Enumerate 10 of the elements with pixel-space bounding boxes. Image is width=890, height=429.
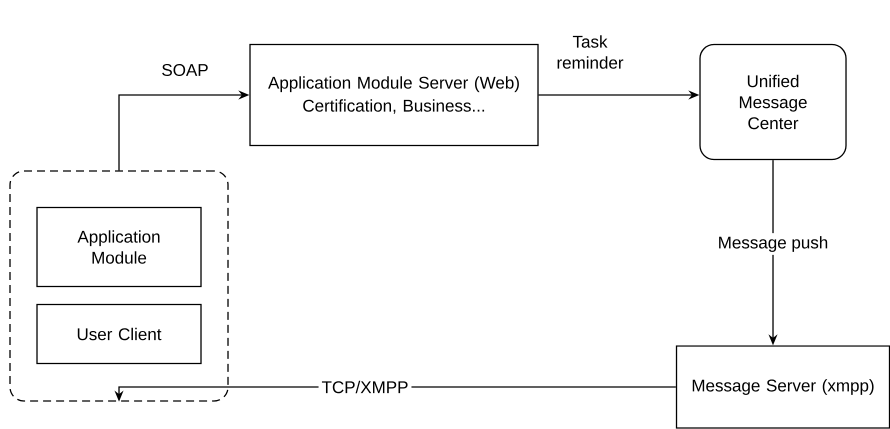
server-box: Message Server (xmpp) (676, 345, 890, 429)
edge-label: Task reminder (558, 35, 624, 69)
server-box: Application Module Server (Web) Certification, Business... (249, 44, 539, 146)
dashed-group-box (9, 170, 229, 402)
edge-label: TCP/XMPP (318, 378, 412, 396)
module-box: Application Module (36, 206, 202, 288)
center-box: Unified Message Center (699, 44, 847, 160)
client-box: User Client (36, 304, 202, 364)
edge-label: SOAP (162, 64, 208, 76)
edge-label: Message push (714, 233, 832, 255)
